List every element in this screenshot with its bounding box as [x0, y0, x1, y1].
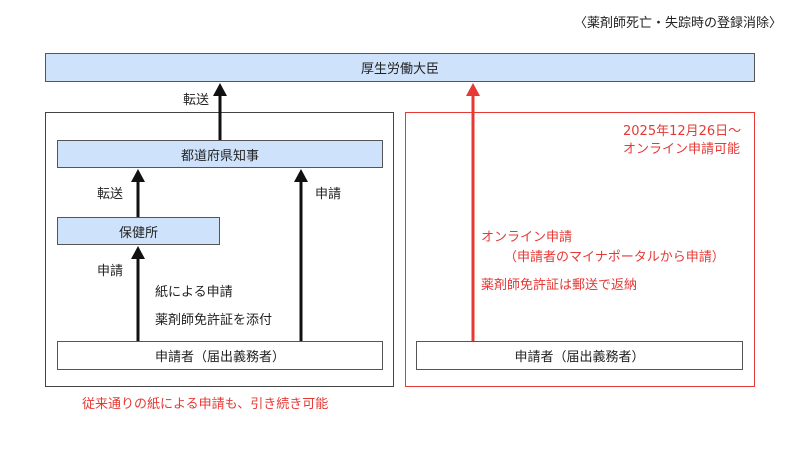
label-transfer-top: 転送 — [183, 93, 210, 108]
online-available-text: オンライン申請可能 — [623, 142, 741, 157]
arrowhead-prefecture-to-ministry — [213, 83, 227, 96]
arrowhead-applicant-to-prefecture — [294, 169, 308, 182]
label-apply-left: 申請 — [97, 264, 124, 279]
label-apply-right: 申請 — [315, 187, 342, 202]
right-online-panel — [405, 112, 755, 387]
arrowhead-applicant-to-health — [131, 246, 145, 259]
online-application-text: オンライン申請 — [481, 230, 573, 245]
ministry-box: 厚生労働大臣 — [45, 53, 755, 82]
return-license-text: 薬剤師免許証は郵送で返納 — [481, 278, 638, 293]
header-note: 〈薬剤師死亡・失踪時の登録消除〉 — [573, 16, 782, 31]
arrowhead-health-to-prefecture — [131, 169, 145, 182]
left-applicant-box: 申請者（届出義務者） — [57, 341, 383, 370]
online-start-date: 2025年12月26日～ — [623, 124, 742, 139]
attach-license-text: 薬剤師免許証を添付 — [155, 313, 273, 328]
prefecture-box: 都道府県知事 — [57, 140, 383, 168]
health-center-box: 保健所 — [57, 217, 220, 245]
paper-application-text: 紙による申請 — [155, 285, 233, 300]
right-applicant-box: 申請者（届出義務者） — [416, 341, 743, 370]
label-transfer-mid: 転送 — [97, 187, 124, 202]
arrowhead-online-to-ministry — [466, 83, 480, 96]
myna-portal-text: （申請者のマイナポータルから申請） — [504, 250, 725, 265]
footer-note: 従来通りの紙による申請も、引き続き可能 — [82, 397, 329, 412]
